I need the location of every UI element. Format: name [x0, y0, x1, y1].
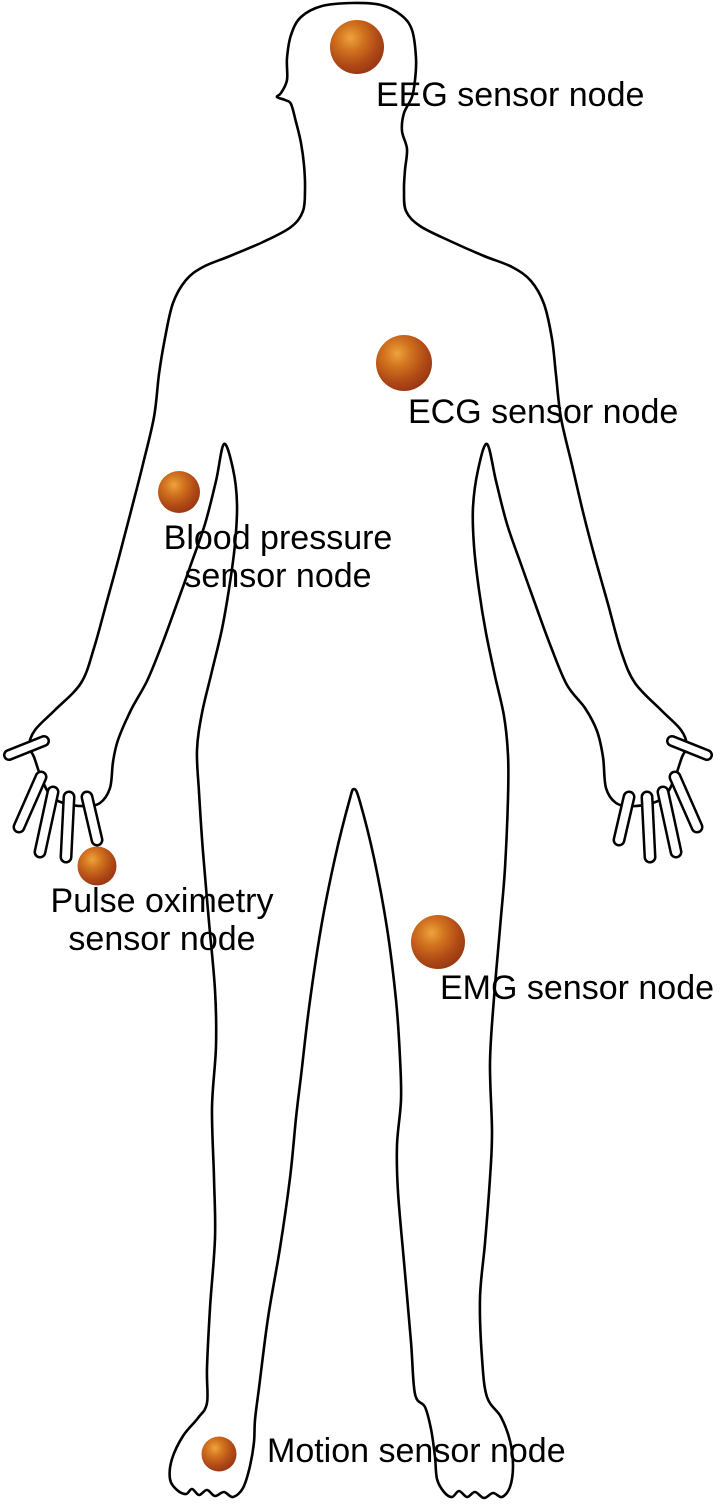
label-emg: EMG sensor node — [440, 969, 715, 1007]
left-finger-4-fill — [83, 793, 101, 844]
label-spo2: Pulse oximetry sensor node — [50, 882, 274, 958]
sensor-sphere-bp — [158, 471, 200, 513]
label-bp: Blood pressure sensor node — [163, 519, 393, 595]
left-finger-1-fill — [15, 773, 45, 831]
left-finger-3-fill — [62, 793, 73, 861]
label-ecg: ECG sensor node — [408, 393, 679, 431]
left-finger-2-fill — [36, 788, 57, 856]
sensor-sphere-spo2 — [77, 846, 117, 886]
label-motion: Motion sensor node — [267, 1432, 566, 1470]
right-finger-2-fill — [659, 788, 680, 856]
left-thumb-fill — [5, 737, 48, 759]
label-eeg: EEG sensor node — [376, 76, 645, 114]
sensor-sphere-eeg — [330, 20, 384, 74]
sensor-sphere-emg — [411, 915, 465, 969]
right-finger-4-fill — [615, 793, 633, 844]
sensor-sphere-motion — [201, 1436, 237, 1472]
right-finger-1-fill — [671, 773, 701, 831]
right-thumb-fill — [668, 737, 711, 759]
sensor-sphere-ecg — [376, 335, 432, 391]
human-body-outline — [27, 1, 689, 1500]
right-finger-3-fill — [643, 793, 654, 861]
